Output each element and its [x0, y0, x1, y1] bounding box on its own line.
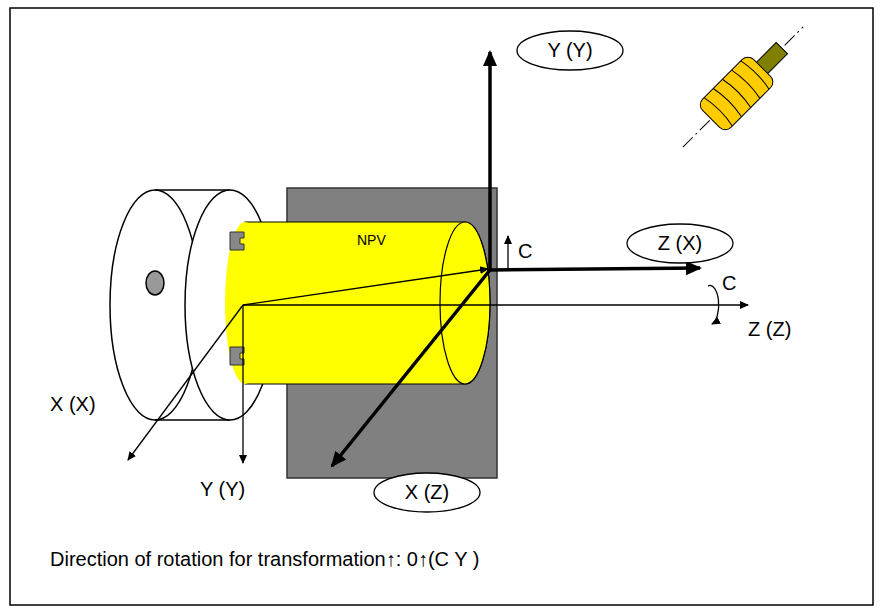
axis-name: Y (Y) [547, 39, 592, 62]
npv-label: NPV [355, 233, 388, 248]
machine-axes [128, 236, 748, 463]
rotation-label: C [518, 240, 532, 262]
frame [10, 8, 873, 605]
chuck-jaws [230, 232, 244, 365]
rotation-label: C [722, 272, 736, 294]
axis-name: Z (X) [658, 232, 702, 255]
workpiece [225, 222, 490, 384]
axis-name: X (Z) [405, 481, 449, 504]
transformed-axes [332, 52, 700, 466]
axis-oval: Z (X) [626, 223, 734, 264]
axis-name: Z (Z) [748, 318, 791, 340]
caption: Direction of rotation for transformation… [50, 548, 479, 570]
axis-oval: X (Z) [373, 472, 481, 513]
axis-name: Y (Y) [200, 478, 245, 500]
axis-name: X (X) [50, 393, 96, 415]
milling-tool [669, 13, 817, 161]
axis-oval: Y (Y) [516, 30, 624, 71]
